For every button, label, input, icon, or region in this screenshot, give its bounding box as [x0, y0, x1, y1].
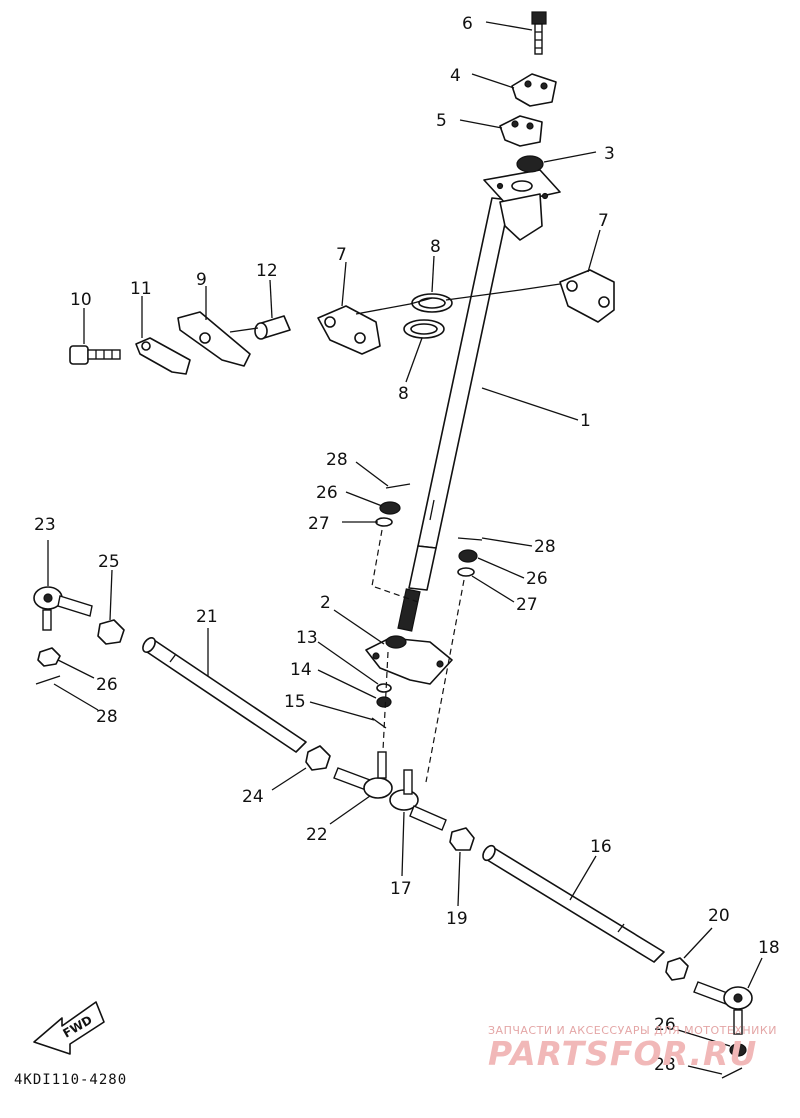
callout-10: 10: [70, 290, 92, 310]
callout-16: 16: [590, 837, 612, 857]
callout-2: 2: [320, 593, 331, 613]
callout-27-upper-right: 27: [516, 595, 538, 615]
callout-9: 9: [196, 270, 207, 290]
callout-labels: 6 4 5 3 7 7 8 8 9 10 11 12 1 28 26 27 28…: [34, 14, 780, 1075]
callout-23: 23: [34, 515, 56, 535]
watermark-logo: PARTSFOR.RU: [488, 1034, 758, 1073]
callout-26-upper-right: 26: [526, 569, 548, 589]
callout-8-lower: 8: [398, 384, 409, 404]
shaft-cap: [516, 155, 544, 173]
fwd-arrow-icon: FWD: [33, 1001, 105, 1055]
callout-27-upper-left: 27: [308, 514, 330, 534]
callout-18: 18: [758, 938, 780, 958]
callout-24: 24: [242, 787, 264, 807]
steering-shaft: [397, 169, 561, 632]
diagram-code: 4KDI110-4280: [14, 1072, 128, 1088]
tie-rod-end-right: [693, 981, 753, 1079]
callout-12: 12: [256, 261, 278, 281]
callout-26-right: 26: [654, 1015, 676, 1035]
callout-28-upper-left: 28: [326, 450, 348, 470]
lock-washer: [135, 337, 191, 375]
nut-25: [97, 619, 125, 645]
shaft-holder-right: [559, 269, 615, 323]
callout-8-upper: 8: [430, 237, 441, 257]
tie-rod-left: [142, 637, 307, 753]
watermark-tagline: ЗАПЧАСТИ И АКСЕССУАРЫ ДЛЯ МОТОТЕХНИКИ: [488, 1024, 777, 1037]
tie-rod-end-left: [33, 586, 93, 631]
tie-rod-end-22: [333, 751, 393, 799]
callout-7-left: 7: [336, 245, 347, 265]
callout-3: 3: [604, 144, 615, 164]
nut-20: [665, 957, 689, 981]
callout-1: 1: [580, 411, 591, 431]
callout-11: 11: [130, 279, 152, 299]
callout-26-upper-left: 26: [316, 483, 338, 503]
shaft-holder-upper: [499, 115, 543, 147]
callout-6: 6: [462, 14, 473, 34]
callout-15: 15: [284, 692, 306, 712]
leader-lines: [47, 21, 763, 1075]
nut-set-upper-left: [371, 483, 419, 603]
nut-24: [305, 745, 331, 771]
shaft-holder-cap: [511, 73, 557, 107]
callout-28-upper-right: 28: [534, 537, 556, 557]
callout-26-left: 26: [96, 675, 118, 695]
nut-set-upper-right: [425, 537, 483, 783]
callout-28-right: 28: [654, 1055, 676, 1075]
callout-21: 21: [196, 607, 218, 627]
callout-20: 20: [708, 906, 730, 926]
bushings: [403, 293, 453, 339]
callout-17: 17: [390, 879, 412, 899]
callout-28-left: 28: [96, 707, 118, 727]
callout-14: 14: [290, 660, 312, 680]
callout-25: 25: [98, 552, 120, 572]
bolt-6: [531, 11, 547, 55]
callout-19: 19: [446, 909, 468, 929]
nut-19: [449, 827, 475, 851]
callout-7-right: 7: [598, 211, 609, 231]
collar: [229, 315, 291, 340]
tie-rod-right: [482, 844, 665, 963]
tie-rod-end-17: [389, 769, 447, 831]
pitman-arm: [365, 635, 453, 685]
callout-5: 5: [436, 111, 447, 131]
nut-set-left: [35, 647, 61, 685]
callout-22: 22: [306, 825, 328, 845]
callout-4: 4: [450, 66, 461, 86]
shaft-holder-left: [317, 305, 381, 355]
bolt-10: [69, 345, 121, 365]
plate-9: [177, 311, 251, 367]
callout-13: 13: [296, 628, 318, 648]
arm-fasteners: [371, 651, 392, 771]
